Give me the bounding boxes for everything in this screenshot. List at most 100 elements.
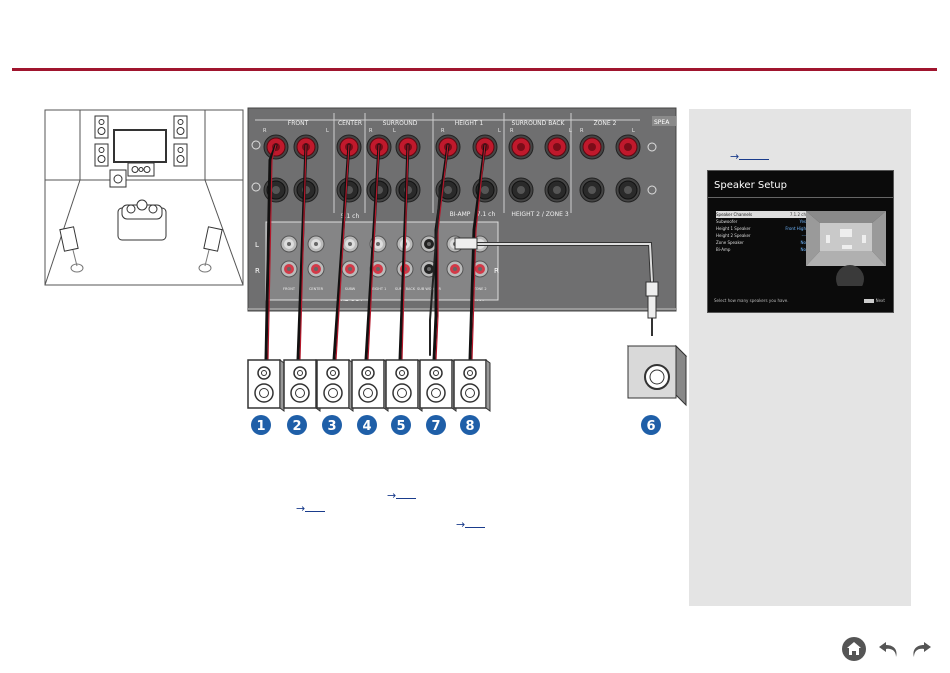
preout-jack: HEIGHT 1 [369,235,387,291]
ref-arrow-1: → [387,489,397,502]
ref-link-1[interactable]: → [387,488,417,502]
label-height1: HEIGHT 1 [455,120,484,127]
label-pre-out: PRE OUT [337,296,364,303]
channel-badge-number: 8 [465,419,474,434]
preout-jack: FRONT [280,235,298,291]
terminal-rl-label: R [580,128,584,134]
osd-setting-label: Height 2 Speaker [716,233,751,238]
speaker-unit [351,359,389,412]
speaker-unit [385,359,423,412]
channel-badge-number: 5 [396,419,405,434]
osd-setting-value: Yes [799,219,806,224]
preout-jack: SUB WOOFER [417,235,442,291]
speaker-unit [316,359,354,412]
preout-label: SUB WOOFER [417,287,441,291]
room-subwoofer [109,169,127,188]
osd-setting-value: No [800,240,806,245]
room-center-speaker [127,162,155,177]
terminal-pair [472,134,498,203]
preout-label: ZONE 2 [473,287,486,291]
label-preout-r: R [255,267,260,275]
terminal-pair [293,134,319,203]
speaker-unit [419,359,457,412]
preout-label: HEIGHT 1 [370,287,387,291]
osd-setting-row[interactable]: Subwoofer Yes [716,218,806,225]
channel-badge-number: 1 [256,419,265,434]
preout-label: SURR BACK [395,287,416,291]
channel-badge: 6 [641,415,661,435]
home-icon[interactable] [841,636,867,662]
forward-icon[interactable] [908,636,934,662]
label-surround-back: SURROUND BACK [512,120,566,127]
osd-room-preview [806,211,886,286]
preout-jack [446,235,464,278]
room-outline [44,109,244,286]
osd-setting-label: Subwoofer [716,219,738,224]
terminal-rl-label: R [369,128,373,134]
osd-title: Speaker Setup [714,180,787,191]
osd-next-label: Next [875,298,885,303]
header-rule [12,68,937,71]
channel-badge: 1 [251,415,271,435]
speaker-unit [283,359,321,412]
terminal-rl-label: L [326,128,329,134]
label-surround: SURROUND [383,120,418,127]
label-71ch: 7.1 ch [477,211,496,218]
label-center: CENTER [338,120,362,127]
channel-badge-number: 4 [362,419,371,434]
terminal-pair [508,134,534,203]
subwoofer-cable [454,237,659,336]
room-tv [113,129,167,163]
channel-badge-number: 7 [431,419,440,434]
terminal-rl-label: R [263,128,267,134]
preout-jack: SURR BACK [395,235,416,291]
osd-setting-value: Front High [785,226,806,231]
label-51ch: 5.1 ch [341,213,360,220]
channel-badge: 7 [426,415,446,435]
preout-label: SUBW [345,287,356,291]
label-preout-l: L [255,241,259,249]
channel-badge-number: 6 [646,419,655,434]
osd-divider [708,197,893,198]
label-int: INT [475,296,485,303]
speaker-unit [247,359,285,412]
preout-jack: ZONE 2 [471,235,489,291]
terminal-rl-label: R [510,128,514,134]
osd-setting-label: Zone Speaker [716,240,744,245]
osd-next-button[interactable]: Next [863,298,885,303]
terminal-pair [263,134,289,203]
terminal-pair [336,134,362,203]
osd-footer-text: Select how many speakers you have. [714,298,789,303]
terminal-pair [435,134,461,203]
channel-badge-number: 3 [327,419,336,434]
channel-badge: 5 [391,415,411,435]
osd-setting-row[interactable]: Zone Speaker No [716,239,806,246]
terminal-rl-label: L [393,128,396,134]
channel-badge: 4 [357,415,377,435]
room-surround-speakers [59,226,223,273]
ref-link-3[interactable]: → [456,517,486,531]
ref-arrow-2: → [296,502,306,515]
preout-label: FRONT [283,287,296,291]
terminal-rl-label: L [569,128,572,134]
speaker-unit [453,359,491,412]
sidebar-ref-link[interactable]: → [730,149,770,163]
ref-arrow-3: → [456,518,466,531]
label-biamp: BI-AMP [450,211,471,218]
ref-link-2[interactable]: → [296,501,326,515]
channel-badge: 8 [460,415,480,435]
preout-jack: SUBW [341,235,359,291]
label-preout-r2: R [494,267,499,275]
osd-setting-row[interactable]: Height 2 Speaker--- [716,232,806,239]
terminal-pair [366,134,392,203]
subwoofer-unit [626,344,688,407]
room-sofa [117,199,167,241]
label-zone2: ZONE 2 [594,120,617,127]
speaker-wires [264,143,487,362]
back-icon[interactable] [876,636,902,662]
label-speakers: SPEA [654,119,670,126]
